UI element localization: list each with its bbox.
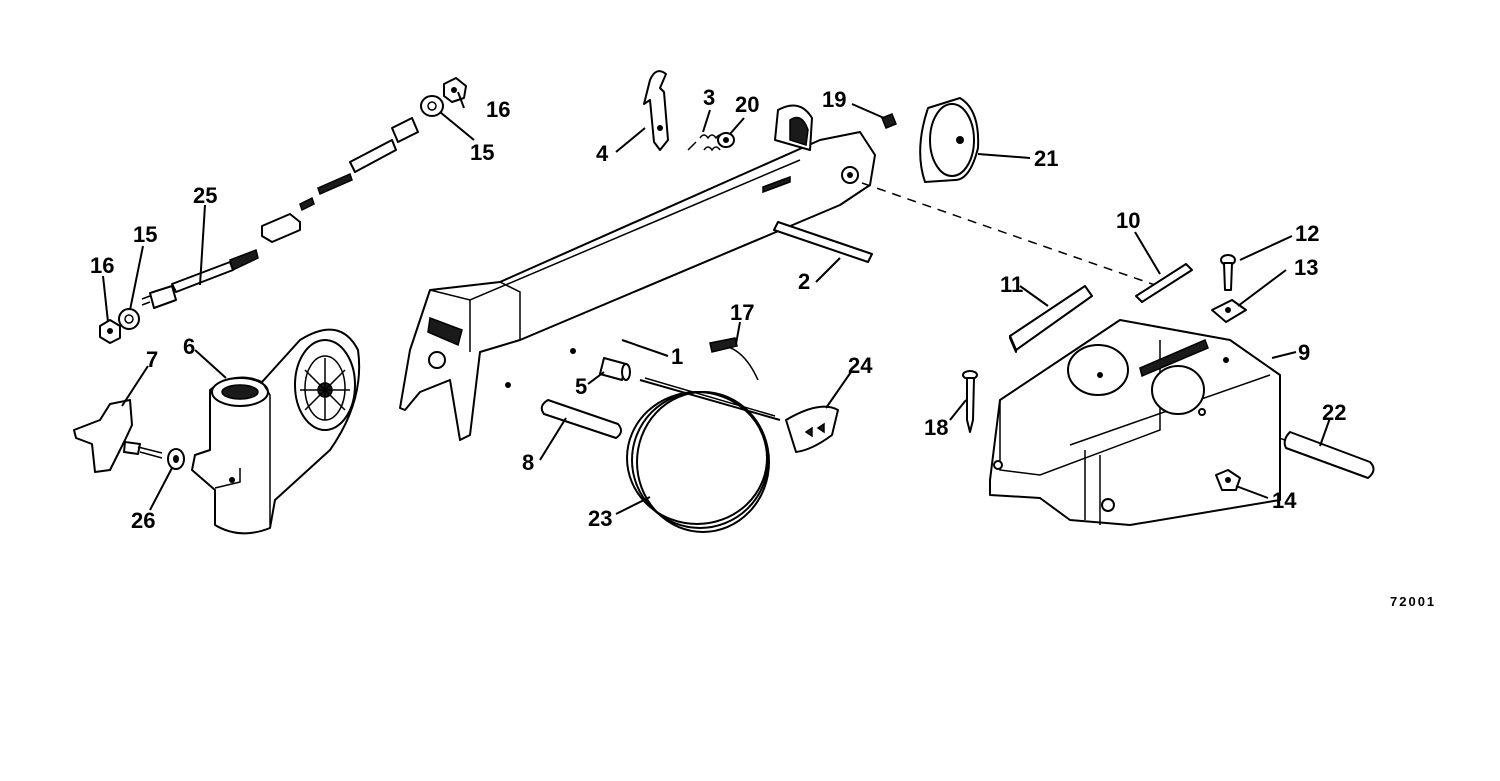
label-20: 20	[735, 92, 759, 117]
label-8: 8	[522, 450, 534, 475]
label-13: 13	[1294, 255, 1318, 280]
nut-13	[1211, 299, 1247, 323]
wood-screw-18	[962, 370, 978, 433]
catalog-number: 72001	[1390, 594, 1436, 609]
knob-7	[73, 399, 163, 473]
cable-coil-23	[626, 377, 781, 533]
pin-22	[1283, 431, 1375, 479]
label-3: 3	[703, 85, 715, 110]
cable-end-24	[785, 405, 839, 453]
bar-10	[1135, 263, 1193, 303]
label-4: 4	[596, 141, 609, 166]
label-24: 24	[848, 353, 873, 378]
label-9: 9	[1298, 340, 1310, 365]
nut-16-bottom	[99, 319, 121, 344]
leader-lines	[102, 91, 1331, 515]
label-25: 25	[193, 183, 217, 208]
pin-2	[773, 221, 873, 263]
bracket-9	[989, 319, 1281, 526]
latch-4	[643, 70, 669, 151]
roller-21	[919, 97, 980, 183]
label-6: 6	[183, 334, 195, 359]
label-16-top: 16	[486, 97, 510, 122]
label-15-top: 15	[470, 140, 494, 165]
label-15-bottom: 15	[133, 222, 157, 247]
washer-20	[717, 132, 735, 148]
label-11: 11	[1000, 272, 1023, 297]
washer-26	[167, 448, 185, 470]
screw-12	[1220, 254, 1236, 291]
nut-16-top	[443, 77, 467, 103]
label-14: 14	[1272, 488, 1297, 513]
label-10: 10	[1116, 208, 1140, 233]
label-22: 22	[1322, 400, 1346, 425]
bar-11	[1009, 285, 1093, 353]
nut-14	[1215, 469, 1241, 491]
label-26: 26	[131, 508, 155, 533]
bushing-5	[599, 357, 631, 381]
cable-assembly-25	[141, 117, 419, 309]
label-2: 2	[798, 269, 810, 294]
washer-15-top	[420, 95, 444, 117]
label-21: 21	[1034, 146, 1058, 171]
tilt-arm	[399, 104, 876, 441]
label-23: 23	[588, 506, 612, 531]
label-12: 12	[1295, 221, 1319, 246]
label-7: 7	[146, 347, 158, 372]
set-screw-19	[881, 113, 897, 129]
label-5: 5	[575, 374, 587, 399]
label-19: 19	[822, 87, 846, 112]
washer-15-bottom	[118, 308, 140, 330]
housing-6	[191, 328, 361, 535]
label-18: 18	[924, 415, 948, 440]
pin-8	[540, 399, 622, 439]
label-1: 1	[671, 344, 683, 369]
part-labels: 4 3 20 19 21 16 15 25 15 16 2 10 11 12 1…	[90, 85, 1346, 533]
label-17: 17	[730, 300, 754, 325]
clip-17	[709, 337, 759, 381]
label-16-bottom: 16	[90, 253, 114, 278]
